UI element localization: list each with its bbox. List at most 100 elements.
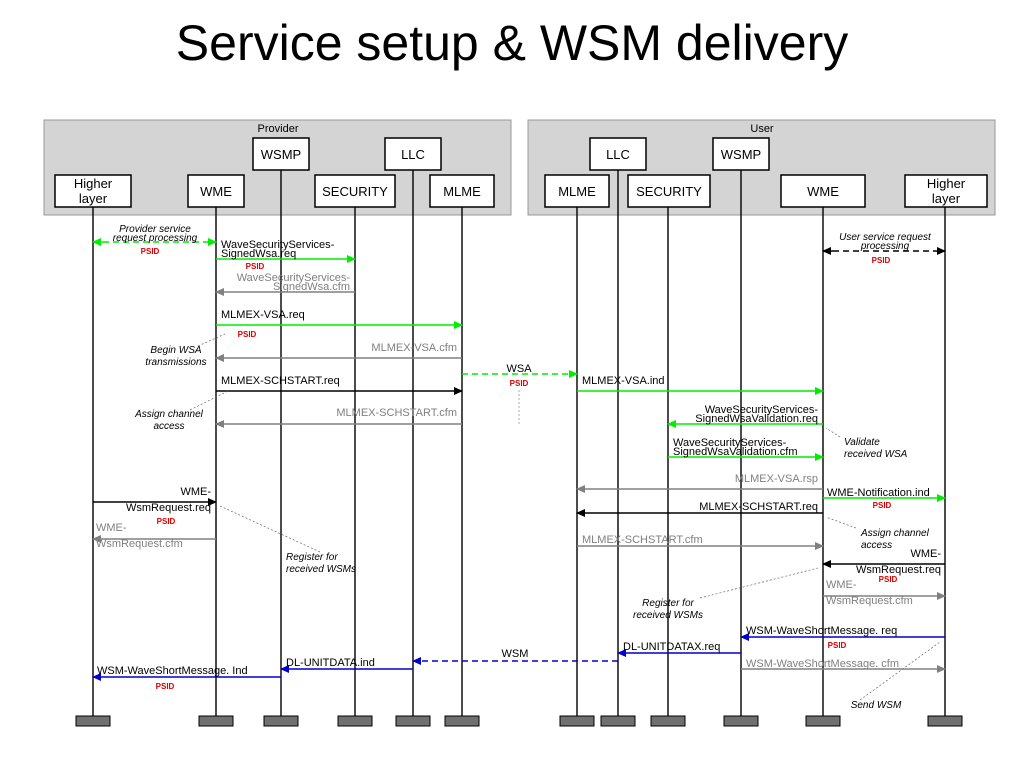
assign-channel-user-leader bbox=[825, 516, 857, 529]
u-wsmrequest-req-label: WME- bbox=[910, 548, 941, 560]
u-wsavalidation-req-label: WaveSecurityServices- bbox=[705, 404, 819, 416]
p-wsm-ind-psid: PSID bbox=[156, 682, 175, 691]
user-service-request-annotation: processing bbox=[860, 241, 910, 252]
send-wsm-leader bbox=[859, 641, 941, 701]
wsa-over-air-psid: PSID bbox=[510, 379, 529, 388]
p-wme-box bbox=[187, 174, 245, 208]
u-security-box bbox=[627, 174, 711, 208]
wsm-over-air-label: WSM bbox=[502, 648, 529, 660]
validate-wsa-annotation: Validate bbox=[844, 437, 880, 448]
u-llc-box bbox=[589, 137, 647, 171]
assign-channel-provider-annotation: access bbox=[153, 421, 184, 432]
p-wsmp-box bbox=[252, 137, 310, 171]
p-wsmrequest-cfm-label: WME- bbox=[96, 522, 127, 534]
begin-wsa-leader bbox=[197, 333, 226, 347]
wsa-over-air-label: WSA bbox=[506, 363, 532, 375]
page-title: Service setup & WSM delivery bbox=[175, 15, 849, 71]
p-higher-box bbox=[54, 174, 132, 208]
u-higher-label: layer bbox=[932, 191, 961, 206]
p-signedwsa-req-label: SignedWsa.req bbox=[221, 248, 296, 260]
p-unitdata-ind-label: DL-UNITDATA.ind bbox=[286, 657, 375, 669]
assign-channel-user-annotation: Assign channel bbox=[860, 528, 930, 539]
p-wsm-ind-label: WSM-WaveShortMessage. Ind bbox=[97, 665, 248, 677]
p-llc-label: LLC bbox=[401, 147, 425, 162]
u-wsmp-box bbox=[712, 137, 770, 171]
p-llc-end-block bbox=[395, 715, 431, 727]
assign-channel-user-annotation: access bbox=[861, 540, 892, 551]
u-mlme-label: MLME bbox=[558, 184, 596, 199]
assign-channel-provider-annotation: Assign channel bbox=[134, 409, 204, 420]
p-mlme-box bbox=[429, 174, 495, 208]
p-wme-end-block bbox=[198, 715, 234, 727]
u-mlme-box bbox=[544, 174, 610, 208]
provider-panel-label: Provider bbox=[258, 123, 299, 135]
p-wsmp-label: WSMP bbox=[261, 147, 301, 162]
u-llc-end-block bbox=[600, 715, 636, 727]
u-wsavalidation-req-label: SignedWsaValidation.req bbox=[695, 413, 818, 425]
user-service-request-annotation: User service request bbox=[839, 232, 932, 243]
p-higher-label: layer bbox=[79, 191, 108, 206]
u-notification-ind-label: WME-Notification.ind bbox=[827, 487, 930, 499]
p-wsmrequest-req-psid: PSID bbox=[157, 517, 176, 526]
register-provider-leader bbox=[219, 505, 321, 553]
p-schstart-req-label: MLMEX-SCHSTART.req bbox=[221, 375, 340, 387]
u-mlmex-vsa-rsp-label: MLMEX-VSA.rsp bbox=[735, 473, 818, 485]
u-wsmrequest-cfm-label: WsmRequest.cfm bbox=[826, 595, 913, 607]
u-wsavalidation-cfm-label: WaveSecurityServices- bbox=[673, 437, 787, 449]
validate-wsa-annotation: received WSA bbox=[844, 449, 908, 460]
u-wme-box bbox=[780, 174, 866, 208]
p-signedwsa-cfm-label: SignedWsa.cfm bbox=[273, 281, 350, 293]
u-schstart-cfm-label: MLMEX-SCHSTART.cfm bbox=[582, 534, 703, 546]
u-mlme-end-block bbox=[559, 715, 595, 727]
register-user-leader bbox=[699, 567, 819, 599]
register-user-annotation: Register for bbox=[642, 598, 694, 609]
user-service-request-psid: PSID bbox=[872, 256, 891, 265]
register-user-annotation: received WSMs bbox=[633, 610, 703, 621]
p-schstart-cfm-label: MLMEX-SCHSTART.cfm bbox=[336, 407, 457, 419]
p-mlmex-vsa-cfm-label: MLMEX-VSA.cfm bbox=[371, 342, 457, 354]
p-signedwsa-req-label: WaveSecurityServices- bbox=[221, 239, 335, 251]
p-wme-label: WME bbox=[200, 184, 232, 199]
u-security-end-block bbox=[650, 715, 686, 727]
u-wsm-req-psid: PSID bbox=[828, 641, 847, 650]
register-provider-annotation: received WSMs bbox=[286, 564, 356, 575]
u-wsmrequest-req-psid: PSID bbox=[879, 575, 898, 584]
send-wsm-annotation: Send WSM bbox=[851, 700, 902, 711]
u-higher-label: Higher bbox=[927, 176, 966, 191]
p-wsmrequest-req-label: WME- bbox=[180, 486, 211, 498]
provider-service-request-annotation: Provider service bbox=[119, 224, 191, 235]
messages bbox=[92, 238, 946, 681]
p-llc-box bbox=[384, 137, 442, 171]
u-wsmp-end-block bbox=[723, 715, 759, 727]
provider-service-request-annotation: request processing bbox=[113, 233, 198, 244]
u-wsavalidation-cfm-label: SignedWsaValidation.cfm bbox=[673, 446, 798, 458]
p-security-box bbox=[314, 174, 396, 208]
p-higher-label: Higher bbox=[74, 176, 113, 191]
p-mlmex-vsa-req-label: MLMEX-VSA.req bbox=[221, 309, 305, 321]
u-higher-box bbox=[904, 174, 988, 208]
u-wme-end-block bbox=[805, 715, 841, 727]
p-mlme-label: MLME bbox=[443, 184, 481, 199]
begin-wsa-annotation: transmissions bbox=[145, 357, 206, 368]
u-security-label: SECURITY bbox=[636, 184, 702, 199]
p-wsmrequest-req-label: WsmRequest.req bbox=[126, 502, 211, 514]
u-notification-ind-psid: PSID bbox=[873, 501, 892, 510]
prov-service-request-psid: PSID bbox=[141, 247, 160, 256]
validate-wsa-leader bbox=[825, 427, 841, 438]
entities bbox=[54, 137, 988, 727]
u-wme-label: WME bbox=[807, 184, 839, 199]
begin-wsa-annotation: Begin WSA bbox=[150, 345, 201, 356]
u-wsm-cfm-label: WSM-WaveShortMessage. cfm bbox=[746, 658, 899, 670]
u-mlmex-vsa-ind-label: MLMEX-VSA.ind bbox=[582, 375, 665, 387]
u-schstart-req-label: MLMEX-SCHSTART.req bbox=[699, 501, 818, 513]
p-mlme-end-block bbox=[444, 715, 480, 727]
p-security-end-block bbox=[337, 715, 373, 727]
p-mlmex-vsa-req-psid: PSID bbox=[238, 330, 257, 339]
u-higher-end-block bbox=[927, 715, 963, 727]
p-signedwsa-req-psid: PSID bbox=[246, 262, 265, 271]
p-higher-end-block bbox=[75, 715, 111, 727]
p-security-label: SECURITY bbox=[322, 184, 388, 199]
annotations bbox=[189, 333, 941, 701]
p-wsmp-end-block bbox=[263, 715, 299, 727]
